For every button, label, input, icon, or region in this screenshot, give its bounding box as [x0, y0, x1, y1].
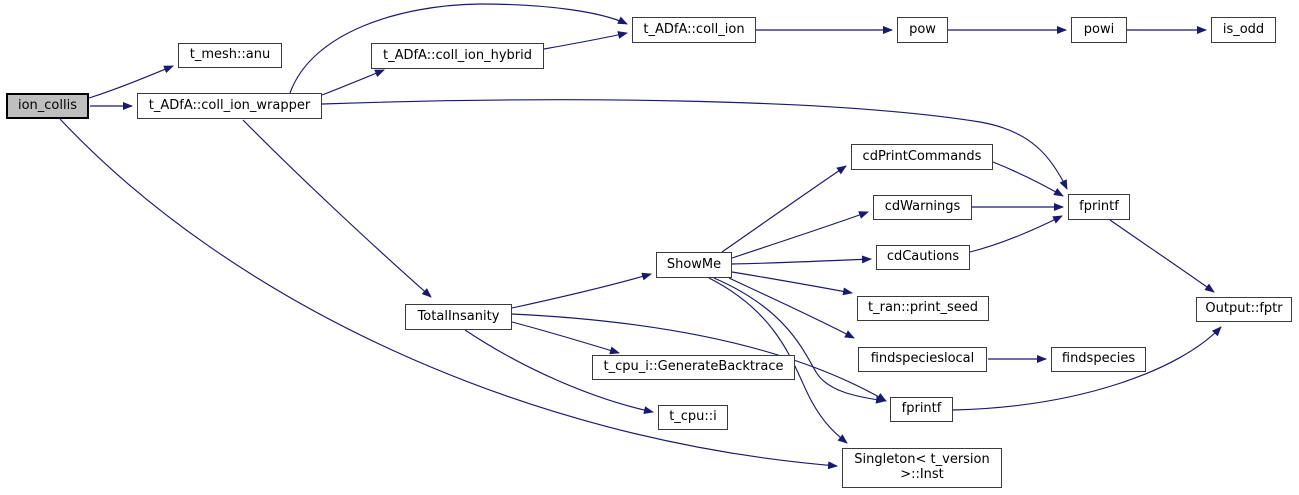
- edge-ShowMe-to-findspecieslocal: [728, 277, 855, 339]
- edge-cdPrintCommands-to-fprintf_upper: [992, 161, 1064, 197]
- node-findspecieslocal[interactable]: findspecieslocal: [858, 347, 987, 372]
- node-label-line: >::Inst: [900, 467, 944, 482]
- edge-ShowMe-to-cdCautions: [731, 255, 872, 265]
- node-cdPrintCommands[interactable]: cdPrintCommands: [851, 144, 993, 170]
- node-cdCautions[interactable]: cdCautions: [876, 245, 970, 270]
- edge-coll_ion_wrapper-to-fprintf_upper: [321, 99, 1068, 190]
- edge-TotalInsanity-to-t_cpu_i: [464, 329, 654, 415]
- edge-fprintf_lower-to-Output_fptr: [952, 326, 1222, 411]
- node-singleton_inst[interactable]: Singleton< t_version>::Inst: [842, 448, 1002, 488]
- edge-TotalInsanity-to-GenerateBacktrace: [511, 321, 620, 355]
- node-TotalInsanity[interactable]: TotalInsanity: [405, 304, 512, 330]
- node-ShowMe[interactable]: ShowMe: [656, 252, 732, 278]
- node-t_mesh_anu[interactable]: t_mesh::anu: [178, 43, 282, 68]
- edge-ShowMe-to-fprintf_lower: [713, 277, 886, 404]
- node-coll_ion[interactable]: t_ADfA::coll_ion: [632, 17, 756, 43]
- node-is_odd[interactable]: is_odd: [1211, 17, 1276, 43]
- edge-TotalInsanity-to-ShowMe: [511, 272, 652, 309]
- edge-ion_collis-to-t_mesh_anu: [88, 65, 174, 99]
- edge-cdCautions-to-fprintf_upper: [969, 215, 1063, 253]
- node-print_seed[interactable]: t_ran::print_seed: [857, 296, 989, 321]
- node-pow[interactable]: pow: [897, 17, 948, 43]
- node-coll_ion_wrapper[interactable]: t_ADfA::coll_ion_wrapper: [137, 93, 322, 119]
- edge-coll_ion_wrapper-to-TotalInsanity: [242, 119, 432, 298]
- edge-ShowMe-to-cdWarnings: [731, 211, 869, 259]
- node-cdWarnings[interactable]: cdWarnings: [873, 195, 972, 220]
- edge-ShowMe-to-print_seed: [731, 271, 853, 296]
- node-t_cpu_i[interactable]: t_cpu::i: [658, 405, 728, 430]
- edge-coll_ion_wrapper-to-coll_ion_hybrid: [321, 69, 385, 96]
- edge-ShowMe-to-cdPrintCommands: [721, 165, 847, 253]
- node-fprintf_lower[interactable]: fprintf: [890, 397, 953, 422]
- edge-ion_collis-to-singleton_inst: [59, 118, 838, 470]
- edge-coll_ion_hybrid-to-coll_ion: [543, 31, 628, 50]
- node-GenerateBacktrace[interactable]: t_cpu_i::GenerateBacktrace: [592, 355, 795, 380]
- node-findspecies[interactable]: findspecies: [1051, 347, 1146, 372]
- edge-coll_ion_wrapper-to-coll_ion: [289, 3, 628, 94]
- edge-TotalInsanity-to-fprintf_lower: [511, 313, 887, 402]
- edge-ShowMe-to-singleton_inst: [708, 277, 848, 444]
- node-powi[interactable]: powi: [1071, 17, 1127, 43]
- node-fprintf_upper[interactable]: fprintf: [1068, 194, 1130, 220]
- node-coll_ion_hybrid[interactable]: t_ADfA::coll_ion_hybrid: [371, 43, 544, 69]
- node-Output_fptr[interactable]: Output::fptr: [1196, 297, 1292, 322]
- edge-fprintf_upper-to-Output_fptr: [1109, 219, 1215, 293]
- node-label-line: Singleton< t_version: [854, 452, 990, 468]
- node-ion_collis: ion_collis: [6, 93, 89, 119]
